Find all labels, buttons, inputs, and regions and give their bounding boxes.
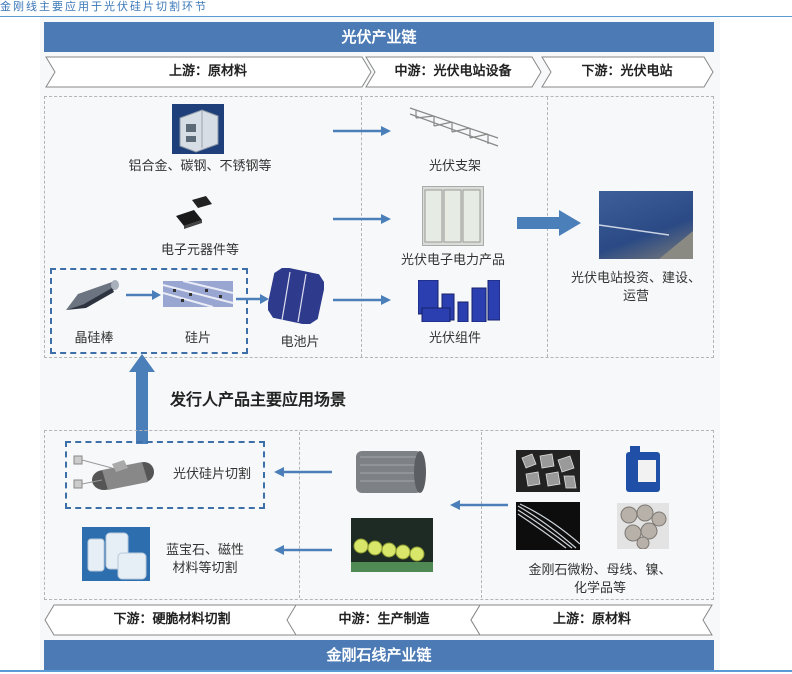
wafer-slicing-label: 光伏硅片切割: [172, 467, 251, 482]
arrow-metals-to-bracket: [333, 126, 391, 136]
raw-materials-label-line1: 金刚石微粉、母线、镍、: [528, 563, 672, 578]
sapphire-icon: [82, 527, 150, 581]
diamond-stage-upstream: 上游：原材料: [470, 604, 714, 636]
bottom-divider: [0, 670, 792, 672]
arrow-electronics-to-power: [333, 214, 391, 224]
pv-bracket-label: 光伏支架: [428, 159, 481, 174]
pv-stage-downstream-label: 下游：光伏电站: [581, 64, 673, 79]
pv-stage-upstream-label: 上游：原材料: [168, 64, 247, 79]
diamond-stage-upstream-label: 上游：原材料: [552, 612, 631, 627]
chip-icon: [172, 196, 218, 234]
production-line-icon: [351, 518, 433, 572]
diamond-chain-banner: 金刚石线产业链: [44, 640, 714, 670]
pv-chain-banner: 光伏产业链: [44, 22, 714, 52]
wafer-slicing-highlight-box: [65, 441, 265, 509]
application-highlight-box: [50, 268, 248, 354]
pv-stage-midstream-label: 中游：光伏电站设备: [394, 64, 512, 79]
solar-farm-icon: [598, 191, 693, 259]
arrow-application-up: [129, 354, 155, 444]
diamond-stage-midstream: 中游：生产制造: [286, 604, 482, 636]
aluminum-profile-icon: [172, 104, 224, 154]
wafer-label: 硅片: [184, 331, 211, 346]
solar-cell-label: 电池片: [280, 335, 320, 350]
upstream-electronics-label: 电子元器件等: [160, 243, 239, 258]
arrow-wire-to-wafer-slicing: [274, 467, 332, 477]
nickel-icon: [617, 503, 669, 550]
pv-module-label: 光伏组件: [428, 331, 481, 346]
power-station-label-line1: 光伏电站投资、建设、: [570, 271, 701, 286]
diamond-powder-icon: [516, 450, 580, 492]
arrow-raw-to-manufacturing: [450, 500, 508, 510]
arrow-wire-to-sapphire: [274, 545, 332, 555]
top-divider: [0, 16, 792, 17]
pv-bracket-icon: [406, 104, 502, 150]
power-products-label: 光伏电子电力产品: [400, 253, 505, 268]
power-station-label-line2: 运营: [622, 289, 649, 304]
solar-cell-icon: [266, 266, 326, 326]
arrow-rod-to-wafer: [126, 290, 161, 300]
diamond-divider-2: [481, 432, 482, 598]
diamond-stage-midstream-label: 中游：生产制造: [338, 612, 430, 627]
pv-divider-1: [361, 97, 362, 357]
application-scenario-title: 发行人产品主要应用场景: [170, 390, 347, 409]
wafer-slicing-icon: [72, 450, 156, 500]
diamond-stage-downstream-label: 下游：硬脆材料切割: [113, 612, 231, 627]
pv-stage-downstream: 下游：光伏电站: [540, 56, 714, 88]
pv-stage-upstream: 上游：原材料: [44, 56, 372, 88]
arrow-wafer-to-cell: [236, 294, 269, 304]
pv-stage-midstream: 中游：光伏电站设备: [364, 56, 542, 88]
silicon-rod-label: 晶硅棒: [74, 331, 114, 346]
upstream-metals-label: 铝合金、碳钢、不锈钢等: [128, 159, 272, 174]
wire-spool-icon: [350, 447, 428, 497]
diamond-divider-1: [299, 432, 300, 598]
sapphire-label-line2: 材料等切割: [172, 561, 238, 576]
bus-wire-icon: [516, 502, 581, 550]
power-cabinet-icon: [422, 186, 484, 246]
silicon-rod-icon: [62, 280, 120, 314]
pv-chain-region: [44, 96, 714, 358]
arrow-to-power-station: [517, 210, 581, 236]
arrow-cell-to-module: [333, 295, 391, 305]
diamond-stage-downstream: 下游：硬脆材料切割: [44, 604, 300, 636]
figure-caption: 金刚线主要应用于光伏硅片切割环节: [0, 0, 208, 13]
wafer-icon: [162, 280, 234, 308]
pv-module-icon: [417, 279, 501, 323]
raw-materials-label-line2: 化学品等: [573, 581, 626, 596]
diamond-chain-region: [44, 430, 714, 600]
chemical-container-icon: [624, 446, 662, 492]
sapphire-label-line1: 蓝宝石、磁性: [165, 543, 244, 558]
